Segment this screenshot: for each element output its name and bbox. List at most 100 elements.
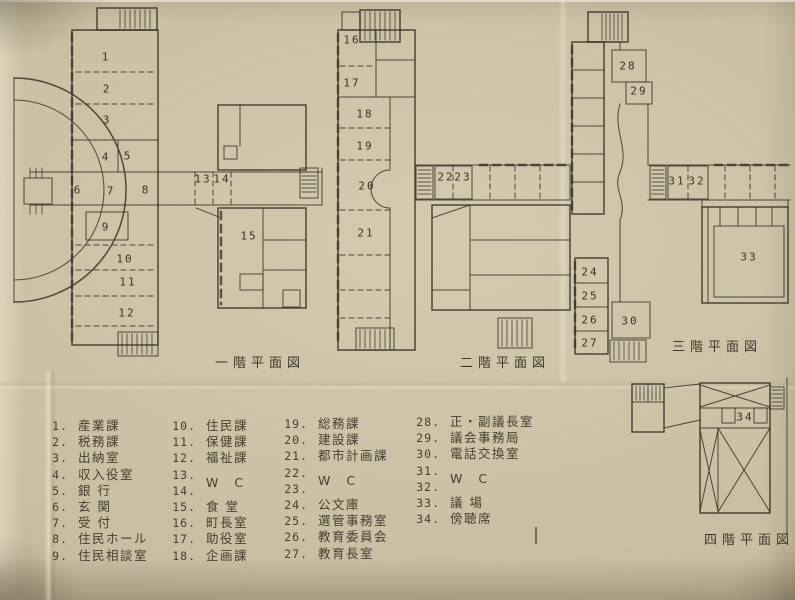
legend-label: 助役室 <box>206 531 249 547</box>
legend-number: 33. <box>416 495 440 510</box>
legend-row: 1.産業課 <box>52 417 148 433</box>
legend-label: 総務課 <box>318 416 361 431</box>
legend-label: 正・副議長室 <box>450 414 535 429</box>
legend-number: 31. <box>416 463 440 478</box>
legend-row: 21.都市計画課 <box>282 447 388 463</box>
legend-label: 食 堂 <box>206 498 240 514</box>
legend-row: 14. <box>170 482 249 498</box>
legend-row: 18. 企画課 <box>170 547 249 563</box>
legend-label: 福祉課 <box>206 450 249 466</box>
legend-number: 29. <box>416 431 440 446</box>
legend-row: 20.建設課 <box>282 431 388 447</box>
legend-row: 9.住民相談室 <box>52 547 148 563</box>
legend-number: 32. <box>416 479 440 494</box>
legend-label: 議 場 <box>450 494 484 510</box>
legend-label: 企画課 <box>206 547 249 563</box>
legend-number: 4. <box>52 467 68 482</box>
legend-label: 産業課 <box>78 418 121 433</box>
legend-label: 町長室 <box>206 515 249 531</box>
legend-number: 5. <box>52 483 68 498</box>
paper-crease-vertical-left <box>44 372 56 600</box>
legend-number: 12. <box>172 451 196 466</box>
floor3-plan-drawing <box>570 11 791 363</box>
legend-row: 5. 銀 行 <box>52 482 148 498</box>
legend-number: 2. <box>52 435 68 450</box>
corner-shadow-bottomleft <box>0 510 110 600</box>
legend-number: 6. <box>52 499 68 514</box>
legend-number: 16. <box>172 516 196 531</box>
legend-label: W C <box>450 470 494 486</box>
legend-row: 24.公文庫 <box>282 496 388 512</box>
ink-mark <box>535 527 537 544</box>
legend-number: 13. <box>172 467 196 482</box>
floor4-title: 四階平面図 <box>703 533 794 548</box>
legend-row: 27. 教育長室 <box>282 545 388 561</box>
legend-number: 14. <box>172 483 196 498</box>
legend-number: 27. <box>284 546 308 561</box>
legend-label: 受 付 <box>78 515 112 531</box>
legend-label: 議会事務局 <box>450 430 521 446</box>
legend-label: 玄 関 <box>78 498 112 514</box>
legend-label: 住民課 <box>206 418 249 433</box>
paper-edge-highlight <box>0 0 795 2</box>
paper-crease-horizontal <box>0 380 795 390</box>
legend-row: 6. 玄 関 <box>52 498 148 514</box>
legend-label: 銀 行 <box>78 482 112 498</box>
legend-row: 26. 教育委員会 <box>282 528 388 544</box>
legend-label: 電話交換室 <box>450 446 521 462</box>
legend-number: 18. <box>172 548 196 563</box>
legend-number: 34. <box>416 512 440 527</box>
legend-label: 税務課 <box>78 434 121 450</box>
legend-label: 住民ホール <box>78 531 149 547</box>
legend-number: 7. <box>52 516 68 531</box>
legend-column-4: 28.正・副議長室 29. 議会事務局 30. 電話交換室 31. W C 32.33. 議 場… <box>414 413 534 526</box>
legend-number: 26. <box>284 530 308 545</box>
legend-label: 教育長室 <box>318 545 375 561</box>
floor1-title: 一階平面図 <box>214 356 305 371</box>
legend-row: 10. 住民課 <box>170 417 249 433</box>
legend-row: 29. 議会事務局 <box>414 429 534 445</box>
legend-label: W C <box>206 474 250 490</box>
legend-number: 19. <box>284 417 308 431</box>
legend-number: 30. <box>416 447 440 462</box>
legend-number: 20. <box>284 433 308 448</box>
legend-label: 選管事務室 <box>318 513 389 529</box>
legend-label: 公文庫 <box>318 496 361 512</box>
legend-number: 10. <box>172 419 196 433</box>
legend-row: 16. 町長室 <box>170 514 249 530</box>
legend-label: 傍聴席 <box>450 511 493 527</box>
legend-label: 出納室 <box>78 450 121 466</box>
legend-number: 25. <box>284 514 308 529</box>
legend-label: 教育委員会 <box>318 529 389 545</box>
legend-number: 11. <box>172 435 196 450</box>
legend-row: 15. 食 堂 <box>170 498 249 514</box>
legend-row: 8.住民ホール <box>52 530 148 546</box>
legend-row: 31. W C <box>414 462 534 486</box>
legend-number: 15. <box>172 499 196 514</box>
floor2-title: 二階平面図 <box>459 356 550 371</box>
legend-number: 23. <box>284 481 308 496</box>
legend-label: 住民相談室 <box>78 547 149 563</box>
legend-number: 22. <box>284 465 308 480</box>
legend-row: 7. 受 付 <box>52 514 148 530</box>
legend-label: 収入役室 <box>78 466 135 482</box>
legend-row: 2. 税務課 <box>52 433 148 449</box>
floor1-plan-drawing <box>13 7 323 357</box>
legend-row: 19. 総務課 <box>282 415 388 431</box>
legend-row: 28.正・副議長室 <box>414 413 534 429</box>
legend-row: 33. 議 場 <box>414 494 534 510</box>
legend-row: 12. 福祉課 <box>170 449 249 465</box>
legend-number: 3. <box>52 451 68 466</box>
legend-label: W C <box>318 472 362 488</box>
legend-row: 34. 傍聴席 <box>414 510 534 526</box>
legend-row: 30. 電話交換室 <box>414 445 534 461</box>
legend-row: 17.助役室 <box>170 530 249 546</box>
legend-label: 保健課 <box>206 434 249 450</box>
legend-row: 22. W C <box>282 464 388 488</box>
legend-row: 13. W C <box>170 466 249 490</box>
paper-crease-vertical-mid <box>558 0 568 382</box>
floor2-plan-drawing <box>336 9 571 351</box>
